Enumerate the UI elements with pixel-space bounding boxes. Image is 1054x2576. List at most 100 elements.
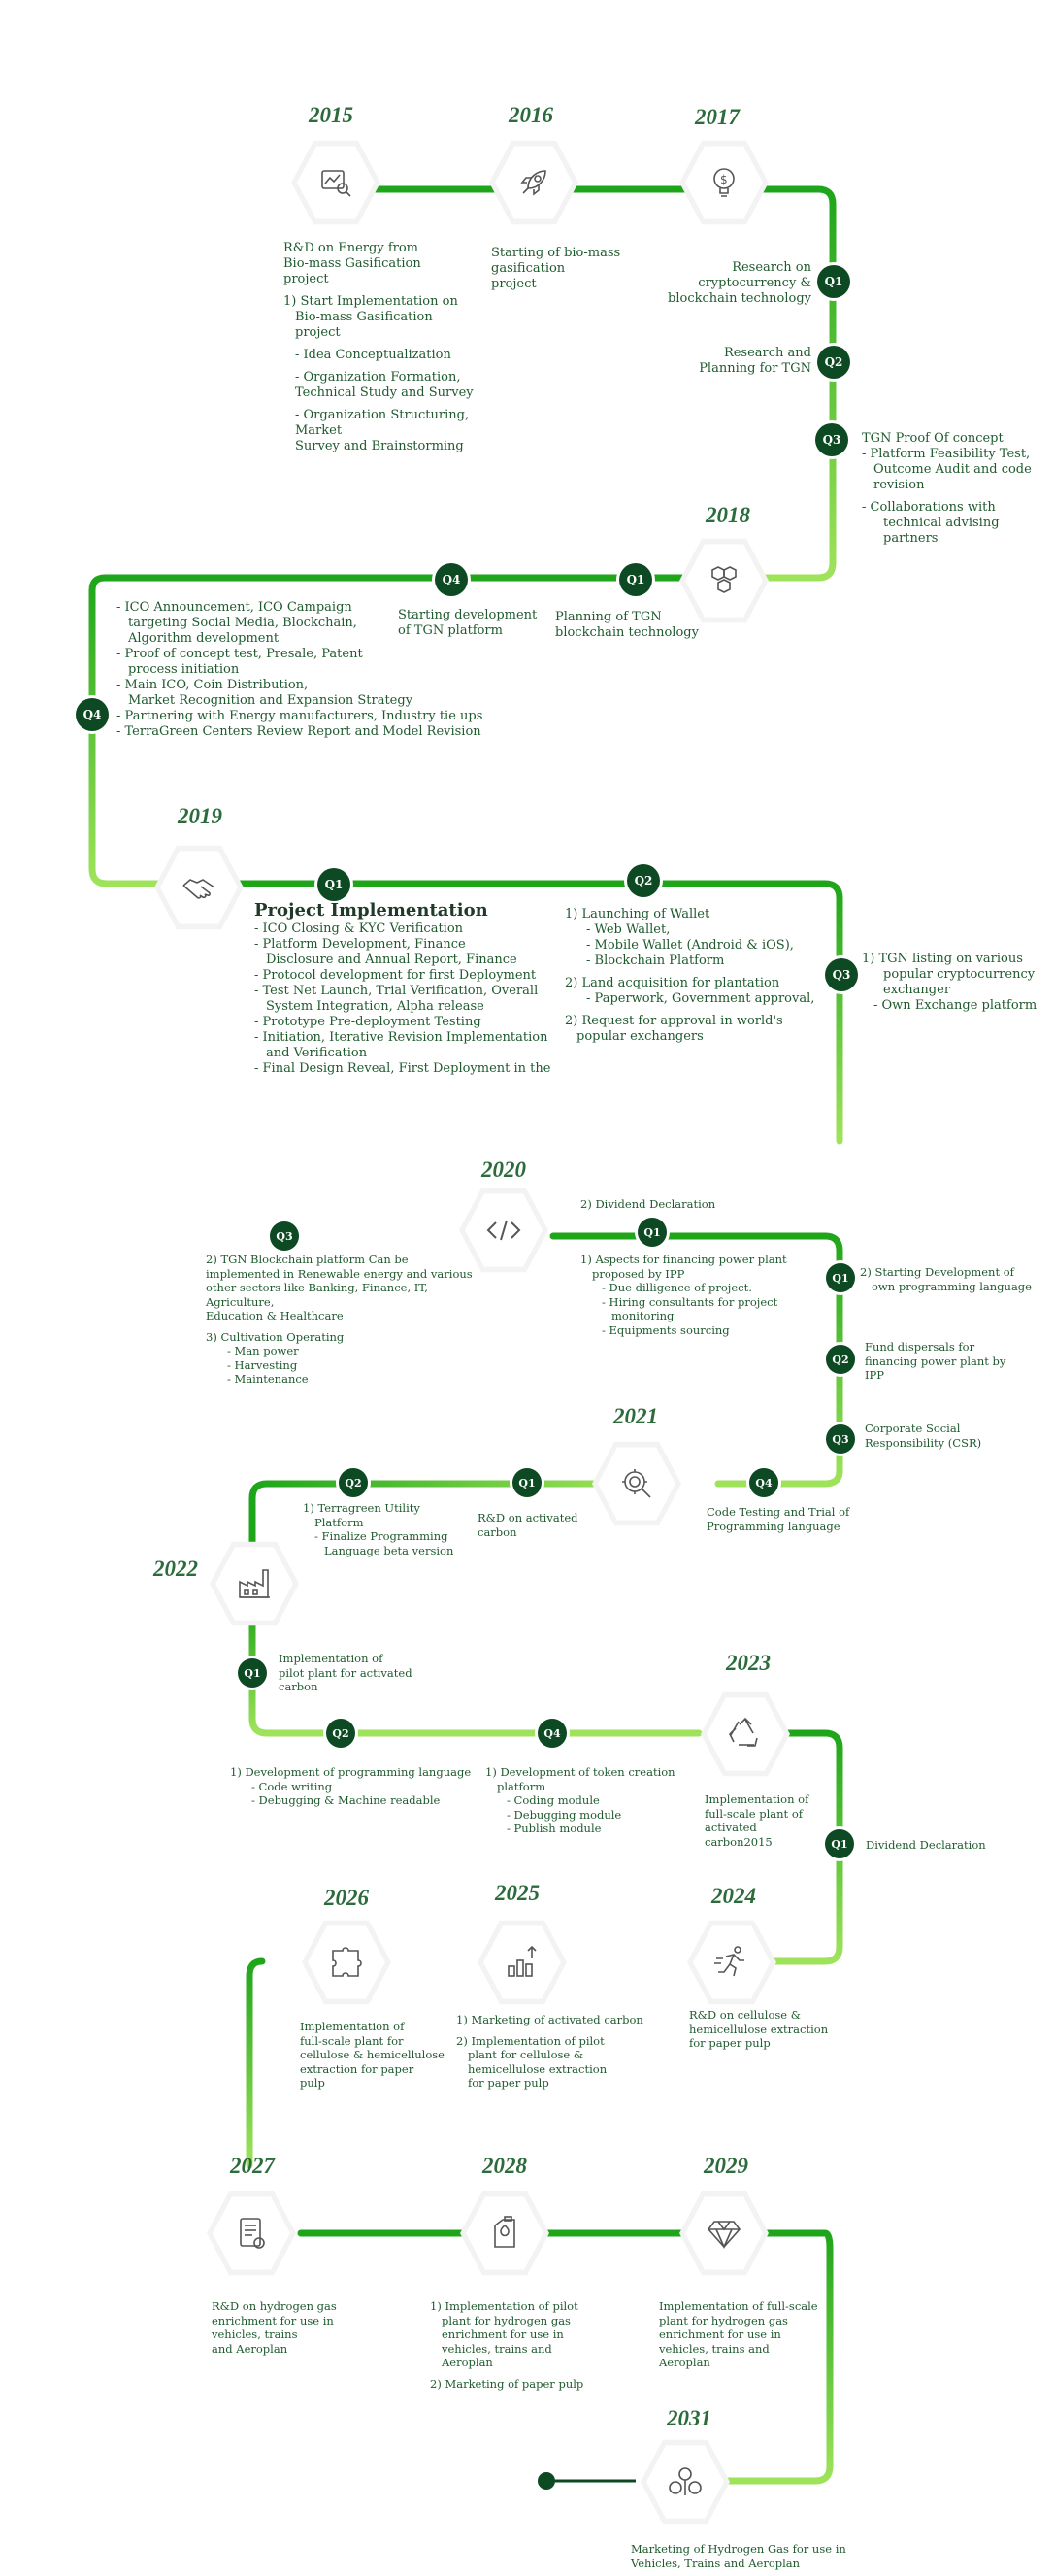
- hex-2015: [291, 138, 380, 227]
- hex-2022: [210, 1539, 299, 1628]
- factory-icon: [239, 1569, 270, 1598]
- hex-2029: [679, 2189, 769, 2278]
- text-2017-q1: Research on cryptocurrency & blockchain …: [668, 260, 811, 306]
- svg-text:$: $: [720, 173, 728, 186]
- text-2028: 1) Implementation of pilot plant for hyd…: [430, 2299, 584, 2391]
- text-2022-q1: Implementation of pilot plant for activa…: [279, 1652, 412, 1693]
- text-2016: Starting of bio-mass gasification projec…: [491, 246, 621, 291]
- recycle-icon: [729, 1717, 758, 1747]
- q3-marker-2017: Q3: [815, 423, 848, 456]
- year-2026-label: 2026: [324, 1886, 369, 1910]
- hex-2023: [701, 1689, 790, 1779]
- year-2028-label: 2028: [482, 2154, 527, 2178]
- text-2019-q1: Project Implementation - ICO Closing & K…: [254, 900, 575, 1077]
- q4-marker-2018: Q4: [435, 563, 468, 596]
- year-2020-label: 2020: [481, 1157, 526, 1182]
- text-2018-q1: Planning of TGN blockchain technology: [555, 610, 699, 640]
- q1-marker-2021: Q1: [512, 1468, 542, 1497]
- q4-marker-2022: Q4: [538, 1719, 567, 1748]
- q1-marker-2019: Q1: [317, 868, 350, 901]
- hex-2028: [460, 2189, 549, 2278]
- year-2016-label: 2016: [509, 103, 553, 127]
- year-2023-label: 2023: [726, 1651, 771, 1675]
- bar-chart-arrow-icon: [508, 1945, 537, 1977]
- text-2020-right-q1: 2) Starting Development of own programmi…: [860, 1265, 1032, 1293]
- year-2021-label: 2021: [613, 1404, 658, 1428]
- text-2025: 1) Marketing of activated carbon 2) Impl…: [456, 2013, 643, 2090]
- q4-marker-2018-left: Q4: [76, 698, 109, 731]
- text-2024: R&D on cellulose & hemicellulose extract…: [689, 2008, 829, 2050]
- year-2027-label: 2027: [230, 2154, 275, 2178]
- text-2023: Implementation of full-scale plant of ac…: [705, 1792, 809, 1849]
- text-2020-top: 2) Dividend Declaration: [580, 1197, 716, 1211]
- year-2025-label: 2025: [495, 1881, 540, 1905]
- puzzle-icon: [332, 1947, 362, 1977]
- text-2017-q2: Research and Planning for TGN: [699, 346, 811, 376]
- hex-2018: [679, 536, 769, 625]
- q1-marker-2018: Q1: [619, 563, 652, 596]
- handshake-icon: [182, 879, 215, 899]
- text-2017-q3: TGN Proof Of concept - Platform Feasibil…: [862, 431, 1032, 546]
- year-2024-label: 2024: [711, 1884, 756, 1908]
- text-2026: Implementation of full-scale plant for c…: [300, 2020, 445, 2090]
- gear-magnifier-icon: [622, 1469, 651, 1498]
- text-2015: R&D on Energy from Bio-mass Gasification…: [283, 241, 478, 454]
- year-2031-label: 2031: [667, 2406, 711, 2430]
- year-2029-label: 2029: [704, 2154, 748, 2178]
- q3-marker-2019: Q3: [825, 958, 858, 991]
- fuel-can-icon: [494, 2216, 515, 2248]
- text-2020-q3: 2) TGN Blockchain platform Can be implem…: [206, 1253, 473, 1386]
- text-2027: R&D on hydrogen gas enrichment for use i…: [212, 2299, 337, 2356]
- year-2018-label: 2018: [706, 503, 750, 527]
- rocket-icon: [520, 170, 546, 196]
- analytics-magnifier-icon: [321, 170, 351, 197]
- text-2020-q1: 1) Aspects for financing power plant pro…: [580, 1253, 787, 1337]
- hex-2025: [478, 1918, 567, 2007]
- text-2021-q1: R&D on activated carbon: [478, 1511, 578, 1539]
- year-2022-label: 2022: [153, 1556, 198, 1581]
- hex-2021: [592, 1439, 681, 1528]
- q1-marker-2017: Q1: [817, 265, 850, 298]
- hexagon-cluster-icon: [711, 566, 737, 593]
- text-2023-q1: Dividend Declaration: [866, 1838, 986, 1852]
- q4-marker-2021: Q4: [749, 1468, 778, 1497]
- year-2017-label: 2017: [695, 105, 740, 129]
- text-2021-q4: Code Testing and Trial of Programming la…: [707, 1505, 850, 1533]
- hex-2019: [154, 843, 244, 932]
- q2-marker-2021: Q2: [339, 1468, 368, 1497]
- document-list-icon: [240, 2218, 265, 2249]
- q3-marker-2020: Q3: [270, 1221, 299, 1251]
- running-person-icon: [714, 1946, 744, 1977]
- text-2022-q2: 1) Development of programming language -…: [230, 1765, 472, 1807]
- diamond-icon: [707, 2221, 741, 2249]
- project-implementation-heading: Project Implementation: [254, 900, 488, 920]
- q1-marker-2022: Q1: [238, 1658, 267, 1688]
- text-2020-right-q2: Fund dispersals for financing power plan…: [865, 1340, 1006, 1382]
- hex-2026: [302, 1918, 391, 2007]
- text-2018-q4: Starting development of TGN platform: [398, 608, 538, 638]
- hex-2020: [459, 1186, 548, 1275]
- q1-marker-2020-right: Q1: [826, 1263, 855, 1292]
- text-2019-q2: 1) Launching of Wallet - Web Wallet, - M…: [565, 907, 815, 1044]
- text-2022-q4: 1) Development of token creation platfor…: [485, 1765, 675, 1835]
- q2-marker-2020-right: Q2: [826, 1345, 855, 1374]
- q3-marker-2020-right: Q3: [826, 1424, 855, 1454]
- text-2015-main: R&D on Energy from Bio-mass Gasification…: [283, 241, 421, 286]
- hex-2031: [641, 2437, 730, 2526]
- text-2018-list: - ICO Announcement, ICO Campaign targeti…: [116, 600, 483, 739]
- hex-2024: [687, 1918, 776, 2007]
- hex-2027: [207, 2189, 296, 2278]
- q2-marker-2019: Q2: [627, 864, 660, 897]
- q1-marker-2023: Q1: [825, 1829, 854, 1858]
- text-2031: Marketing of Hydrogen Gas for use in Veh…: [631, 2542, 846, 2570]
- code-brackets-icon: [486, 1220, 521, 1241]
- hex-2017: $: [679, 138, 769, 227]
- q2-marker-2022: Q2: [326, 1719, 355, 1748]
- coins-icon: [669, 2467, 702, 2495]
- q1-marker-2020: Q1: [638, 1218, 667, 1247]
- year-2015-label: 2015: [309, 103, 353, 127]
- year-2019-label: 2019: [178, 804, 222, 828]
- hex-2016: [489, 138, 578, 227]
- lightbulb-dollar-icon: $: [713, 168, 735, 197]
- text-2021-q2: 1) Terragreen Utility Platform - Finaliz…: [303, 1501, 454, 1557]
